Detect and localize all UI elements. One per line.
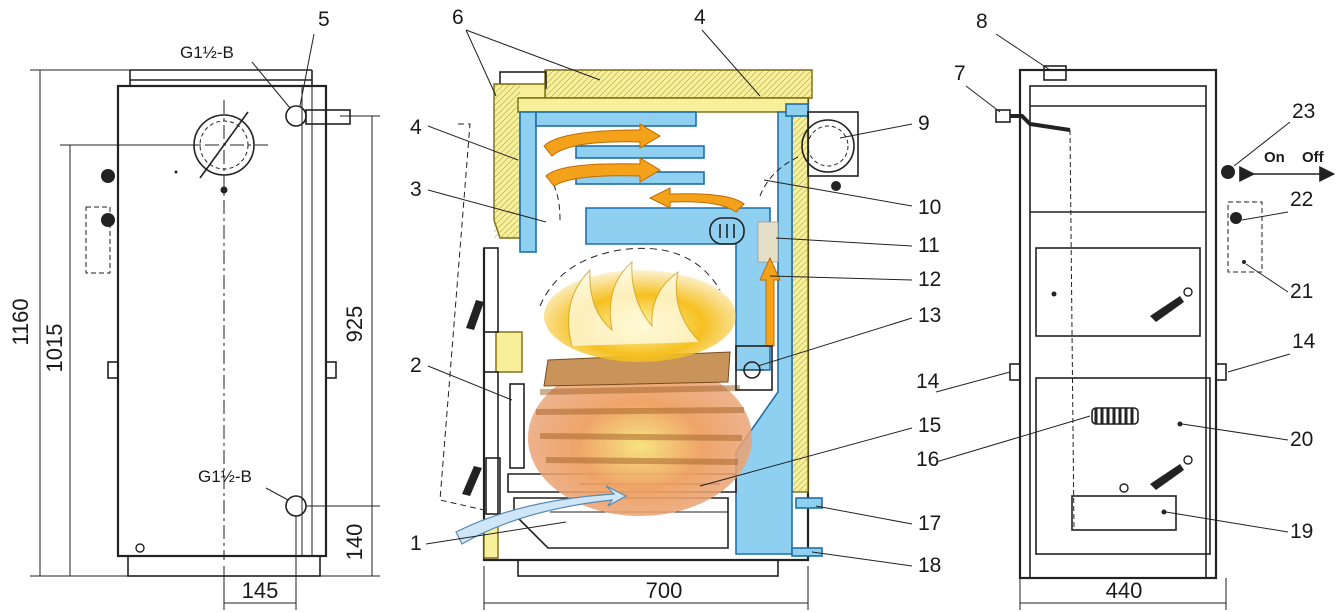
callout-9: 9	[918, 112, 930, 135]
top-pipe-connection	[285, 105, 307, 127]
callout-3: 3	[410, 178, 422, 201]
primary-air-arrow	[455, 485, 628, 545]
callout-12: 12	[918, 268, 941, 291]
callout-18: 18	[918, 554, 941, 577]
switch-on-label: On	[1264, 149, 1285, 166]
callout-14-left: 14	[916, 370, 940, 393]
front-view: On Off 440 8 7 23 22 21 14 14 16 20 19	[916, 10, 1336, 610]
callout-16: 16	[916, 448, 939, 471]
callout-6: 6	[452, 6, 464, 29]
flue-pipe	[807, 111, 859, 177]
callout-7: 7	[954, 62, 966, 85]
callout-4-left: 4	[410, 116, 422, 139]
callout-19: 19	[1290, 520, 1313, 543]
callout-15: 15	[918, 414, 941, 437]
dim-inner-height: 1015	[42, 324, 67, 373]
thread-label-bottom: G1½-B	[198, 467, 252, 486]
callout-14-right: 14	[1292, 330, 1316, 353]
callout-11: 11	[918, 234, 940, 257]
bottom-pipe-connection	[285, 495, 307, 517]
rising-gas-arrow	[759, 256, 781, 347]
callout-2: 2	[410, 354, 422, 377]
callout-23: 23	[1292, 100, 1315, 123]
upper-door	[1035, 247, 1201, 337]
left-side-view: G1½-B G1½-B 1160 1015 925 140 145 5	[8, 8, 380, 610]
section-view: 700 6 4 4 3 2 1 9 10 11 12 13 15 17 18	[410, 6, 941, 610]
switch-off-label: Off	[1302, 149, 1325, 166]
ash-door	[1071, 495, 1177, 531]
dim-bottom-offset: 140	[342, 524, 367, 561]
callout-1: 1	[410, 532, 422, 555]
callout-20: 20	[1290, 428, 1313, 451]
dim-pipe-distance: 925	[342, 306, 367, 343]
callout-21: 21	[1290, 280, 1313, 303]
callout-4-top: 4	[694, 6, 706, 29]
lower-door	[1035, 377, 1211, 555]
front-boiler-body	[1018, 68, 1218, 580]
dim-section-width: 700	[646, 578, 683, 603]
callout-5: 5	[318, 8, 330, 31]
callout-22: 22	[1290, 188, 1313, 211]
callout-17: 17	[918, 512, 941, 535]
callout-8: 8	[976, 10, 988, 33]
water-jacket-front	[519, 111, 537, 253]
thread-label-top: G1½-B	[180, 43, 234, 62]
dim-total-height: 1160	[8, 298, 33, 345]
flue-gas-arrow-1	[543, 123, 661, 157]
callout-10: 10	[918, 196, 941, 219]
dim-width-offset: 145	[242, 578, 279, 603]
dim-front-width: 440	[1106, 578, 1143, 603]
callout-13: 13	[918, 304, 941, 327]
